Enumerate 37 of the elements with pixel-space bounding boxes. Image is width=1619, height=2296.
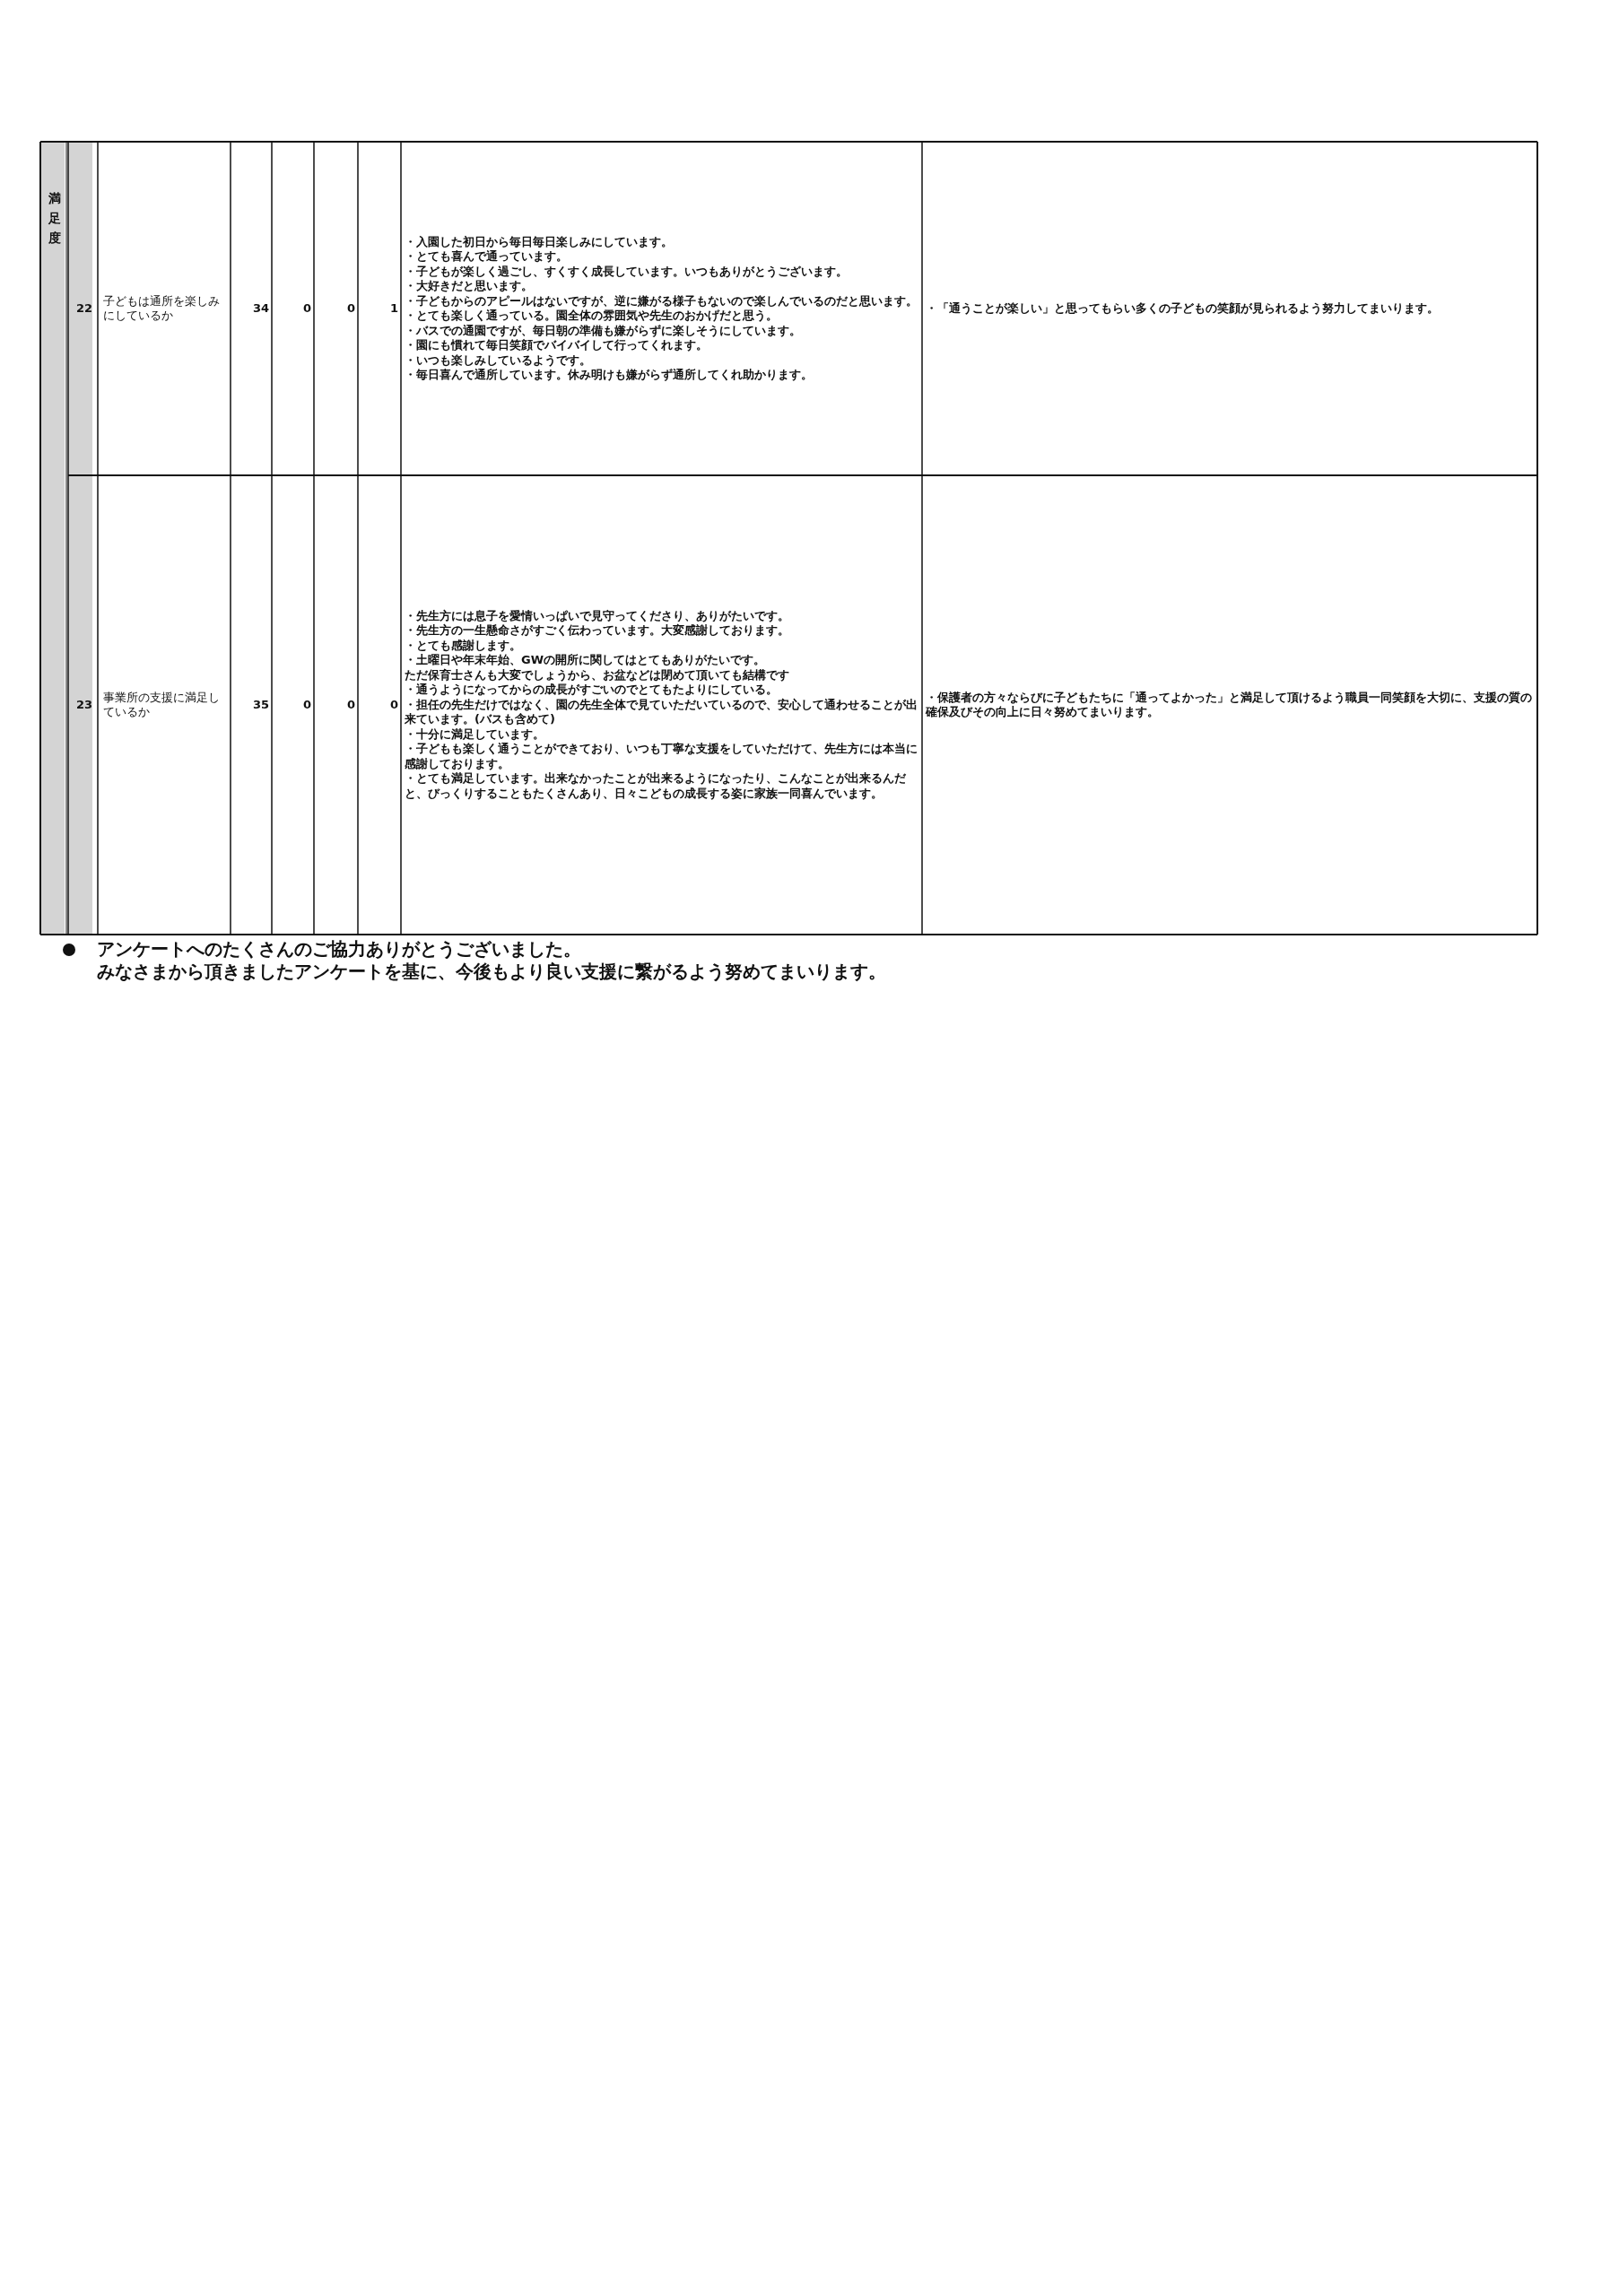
comment-text: ・子どもが楽しく過ごし、すくすく成長しています。いつもありがとうございます。: [405, 264, 849, 279]
count-value: 0: [346, 300, 355, 317]
comment-text: ・とても満足しています。出来なかったことが出来るようになったり、こんなことが出来るんだと、びっくりすることもたくさんあり、日々こどもの成長する姿に家族一同喜んでいます。: [405, 771, 907, 802]
comment-text: ・毎日喜んで通所しています。休み明けも嫌がらず通所してくれ助かります。: [405, 368, 814, 383]
comment-text: ・バスでの通園ですが、毎日朝の準備も嫌がらずに楽しそうにしています。: [405, 323, 802, 338]
comment-text: ・子どもからのアピールはないですが、逆に嫌がる様子もないので楽しんでいるのだと思います。: [405, 293, 918, 309]
count-value: 0: [389, 697, 398, 713]
count-value: 0: [302, 300, 311, 317]
comment-text: ・十分に満足しています。: [405, 726, 545, 743]
question-text: 子どもは通所を楽しみにしているか: [103, 293, 221, 324]
comment-text: ・とても喜んで通っています。: [405, 249, 569, 265]
comment-text: ・担任の先生だけではなく、園の先生全体で見ていただいているので、安心して通わせることが出来ています。(バスも含めて): [405, 697, 918, 727]
comment-text: ・土曜日や年末年始、GWの開所に関してはとてもありがたいです。: [405, 653, 766, 668]
count-value: 34: [252, 300, 269, 317]
comment-text: ・通うようになってからの成長がすごいのでとてもたよりにしている。: [405, 683, 778, 698]
closing-note: みなさまから頂きましたアンケートを基に、今後もより良い支援に繋がるよう努めてまいります。: [97, 961, 886, 983]
section-heading: 満足度: [48, 190, 61, 247]
count-value: 0: [346, 697, 355, 713]
count-value: 1: [389, 300, 398, 317]
comment-text: ・とても楽しく通っている。園全体の雰囲気や先生のおかげだと思う。: [405, 309, 779, 324]
item-number: 22: [75, 300, 92, 317]
response-text: ・保護者の方々ならびに子どもたちに「通ってよかった」と満足して頂けるよう職員一同笑顔を大切に、支援の質の確保及びその向上に日々努めてまいります。: [926, 690, 1533, 720]
count-value: 35: [252, 697, 269, 713]
closing-note: アンケートへのたくさんのご協力ありがとうございました。: [97, 938, 582, 961]
comment-text: ただ保育士さんも大変でしょうから、お盆などは閉めて頂いても結構です: [405, 667, 790, 683]
comment-text: ・大好きだと思います。: [405, 279, 534, 294]
count-value: 0: [302, 697, 311, 713]
comment-text: ・とても感謝します。: [405, 638, 522, 654]
item-number: 23: [75, 697, 92, 713]
comment-text: ・園にも慣れて毎日笑顔でバイバイして行ってくれます。: [405, 338, 709, 353]
comment-text: ・いつも楽しみしているようです。: [405, 352, 592, 368]
comment-text: ・入園した初日から毎日毎日楽しみにしています。: [405, 234, 674, 249]
comment-text: ・先生方の一生懸命さがすごく伝わっています。大変感謝しております。: [405, 623, 790, 639]
comment-text: ・先生方には息子を愛情いっぱいで見守ってくださり、ありがたいです。: [405, 608, 790, 623]
question-text: 事業所の支援に満足しているか: [103, 690, 221, 720]
comment-text: ・子どもも楽しく通うことができており、いつも丁寧な支援をしていただけて、先生方には本当に感謝しております。: [405, 742, 918, 772]
response-text: ・「通うことが楽しい」と思ってもらい多くの子どもの笑顔が見られるよう努力してまいります。: [926, 300, 1439, 317]
